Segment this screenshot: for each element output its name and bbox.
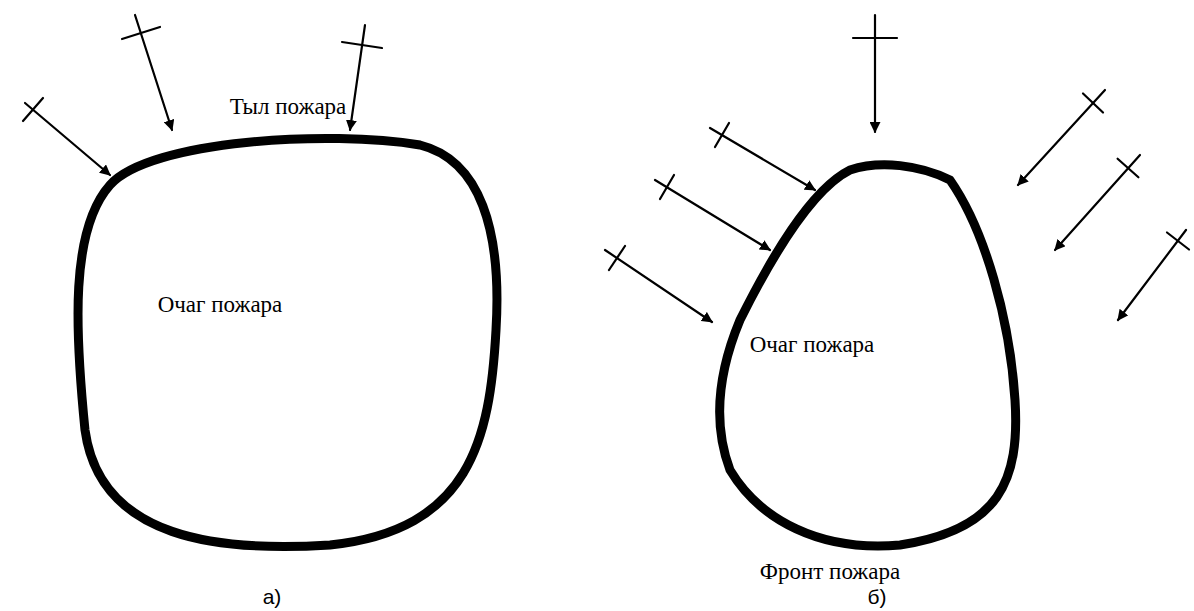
nozzle-cross <box>1083 94 1103 113</box>
nozzle-cross <box>660 175 674 199</box>
figure-letter: б) <box>865 585 888 609</box>
fire-front-label: Фронт пожара <box>758 559 902 585</box>
nozzle-arrow <box>1118 230 1186 320</box>
nozzle-cross <box>853 37 897 39</box>
nozzle-cross <box>715 123 729 147</box>
nozzle-cross <box>1167 233 1189 250</box>
nozzle-cross <box>609 246 625 270</box>
nozzle-cross <box>23 98 43 121</box>
fire-contour <box>70 125 505 555</box>
nozzle-cross <box>342 42 382 48</box>
fire-edge <box>78 138 497 546</box>
text-holder: Очаг пожара <box>750 332 877 358</box>
nozzle-arrow <box>350 25 365 130</box>
fire-edge <box>720 165 1016 546</box>
nozzle-arrow <box>25 103 110 175</box>
nozzle-arrow <box>1018 90 1105 185</box>
fire-outline: Очаг пожара <box>710 155 1025 555</box>
nozzle-arrow <box>874 15 876 132</box>
nozzle-arrow <box>710 128 815 190</box>
nozzle-cross <box>122 27 160 39</box>
fire-rear-label: Тыл пожара <box>228 94 349 120</box>
fire-seat-label: Очаг пожара <box>750 332 875 358</box>
nozzle-cross <box>1118 159 1139 178</box>
fire-outline: Очаг пожара <box>70 125 505 555</box>
nozzle-arrow <box>605 250 712 322</box>
nozzle-arrow <box>1055 155 1140 250</box>
figure-letter: а) <box>261 585 284 609</box>
text-holder: Очаг пожара <box>158 292 285 318</box>
fire-seat-label: Очаг пожара <box>158 292 283 318</box>
nozzle-arrow <box>655 180 770 250</box>
